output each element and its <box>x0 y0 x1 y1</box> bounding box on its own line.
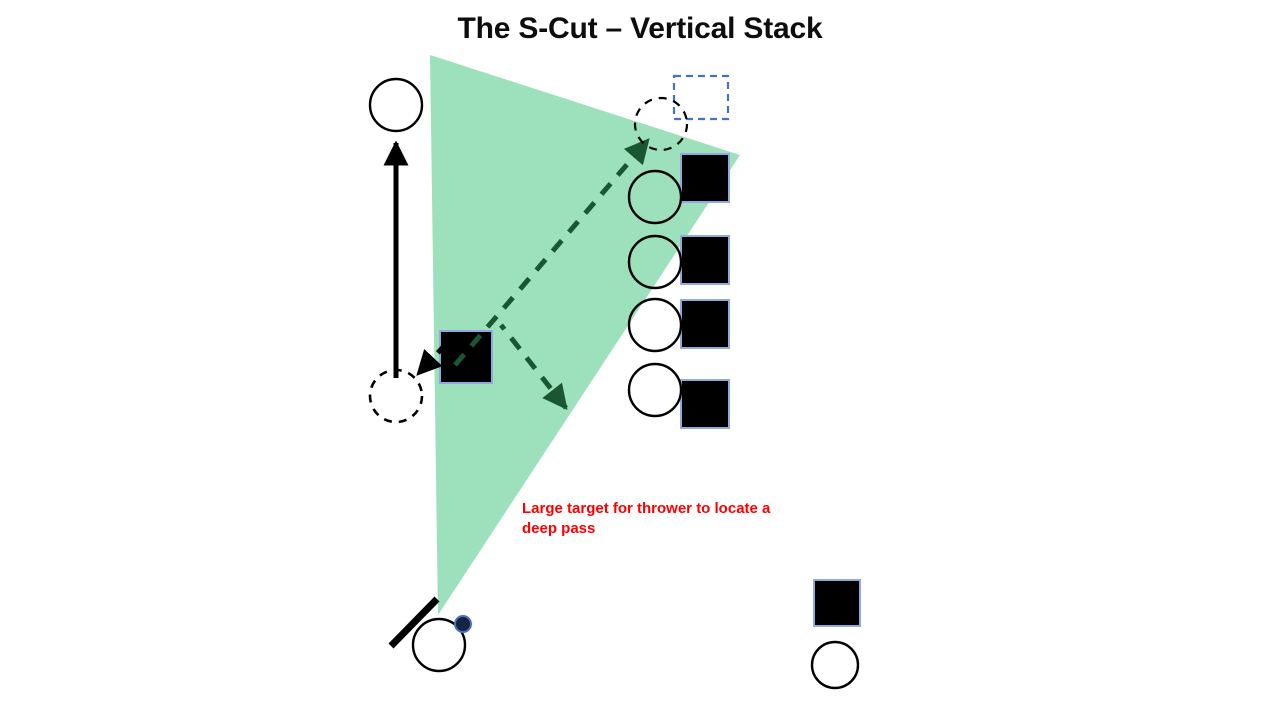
cut-target-square <box>439 330 493 384</box>
cutter-mid-position <box>368 368 424 424</box>
stack-square-2 <box>680 235 730 285</box>
stack-circle-3 <box>627 297 683 353</box>
cutter-start-position <box>633 96 689 152</box>
sideline-defender-square <box>813 579 861 627</box>
stack-circles-group <box>627 169 683 418</box>
annotation-note: Large target for thrower to locate a dee… <box>522 500 771 537</box>
disc-icon <box>454 615 472 633</box>
mark-line <box>388 596 440 649</box>
in-cut-to-mid-arrow <box>416 342 448 376</box>
stack-square-4 <box>680 379 730 429</box>
stack-circle-1 <box>627 169 683 225</box>
thrower-player <box>411 617 467 673</box>
sideline-offense-circle <box>810 640 860 690</box>
stack-squares-group <box>680 153 730 429</box>
stack-square-3 <box>680 299 730 349</box>
stack-circle-4 <box>627 362 683 418</box>
deep-target-zone <box>430 55 740 615</box>
stack-square-1 <box>680 153 730 203</box>
cut-away-under-arrow <box>499 323 568 410</box>
page-title: The S-Cut – Vertical Stack <box>457 12 823 45</box>
cutter-final-position <box>368 77 424 133</box>
stack-circle-2 <box>627 234 683 290</box>
end-zone-target-box <box>672 74 730 121</box>
